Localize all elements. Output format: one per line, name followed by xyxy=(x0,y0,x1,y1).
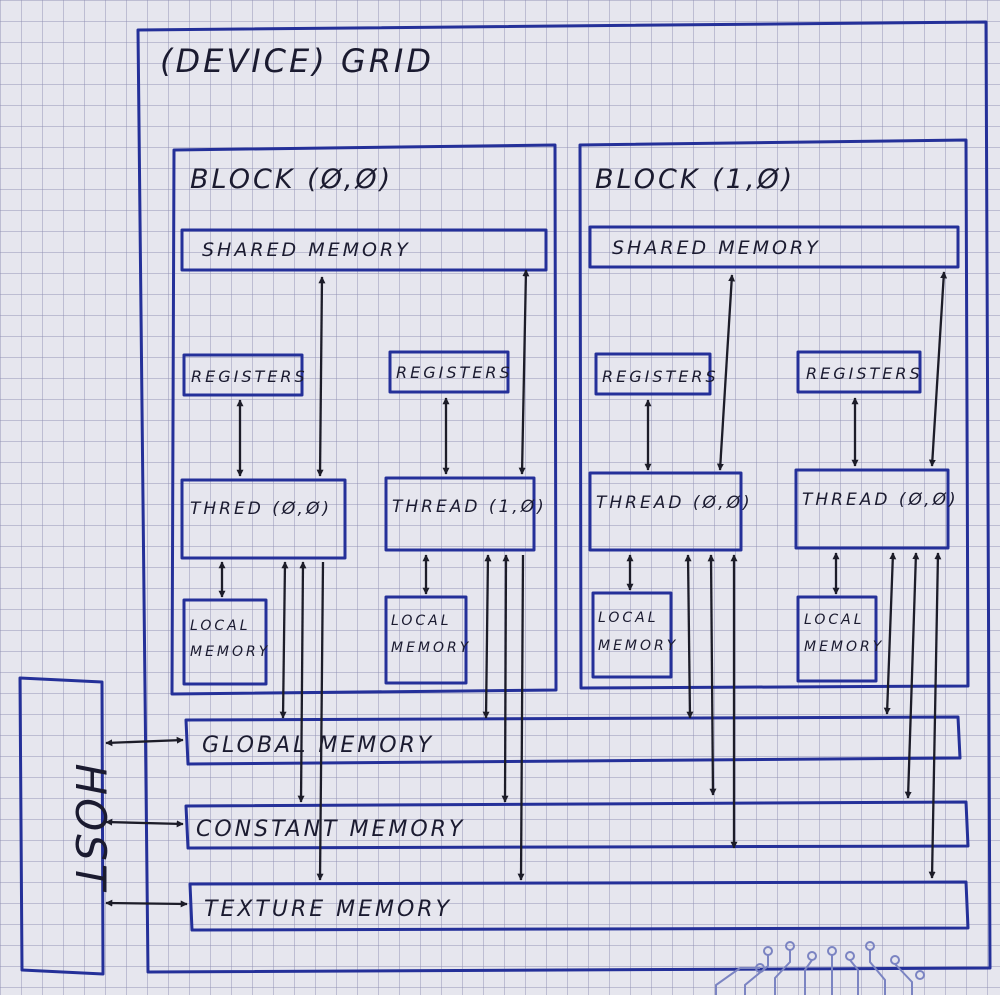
block-1-0-shared-memory xyxy=(588,225,960,269)
texture-memory: TEXTURE MEMORY xyxy=(188,880,970,932)
block-0-0-local-memory-0 xyxy=(182,598,268,686)
arrow-b00-t1-constant xyxy=(501,554,510,803)
arrow-b00-t1-global xyxy=(482,554,492,719)
block-0-0-thread-0 xyxy=(180,478,347,560)
block-1-0-title: BLOCK (1,Ø) xyxy=(595,164,795,195)
grid-title: (DEVICE) GRID xyxy=(160,42,434,80)
constant-memory: CONSTANT MEMORY xyxy=(184,800,970,850)
arrow-b10-t0-constant xyxy=(707,554,717,796)
block-0-0: BLOCK (Ø,Ø) SHARED MEMORY REGISTERS THRE… xyxy=(170,143,558,696)
block-0-0-local-memory-1-line1: LOCAL xyxy=(391,613,452,629)
block-0-0-local-memory-0-line1: LOCAL xyxy=(190,618,251,634)
block-1-0-local-memory-0-line1: LOCAL xyxy=(598,610,659,626)
global-memory-border xyxy=(184,715,962,766)
block-1-0: BLOCK (1,Ø) SHARED MEMORY REGISTERS THRE… xyxy=(578,138,970,690)
block-0-0-local-memory-1 xyxy=(384,595,468,685)
constant-memory-border xyxy=(184,800,970,850)
host-box: HOST xyxy=(18,676,115,976)
block-0-0-local-memory-0-line2: MEMORY xyxy=(190,644,270,660)
host-border xyxy=(18,676,105,976)
block-0-0-registers-0-label: REGISTERS xyxy=(191,367,308,386)
block-0-0-registers-1-label: REGISTERS xyxy=(396,363,513,382)
host-label: HOST xyxy=(66,764,115,893)
arrow-b00-t0-global xyxy=(279,561,289,719)
block-1-0-registers-1 xyxy=(796,350,922,394)
block-1-0-thread-0 xyxy=(588,471,743,552)
texture-memory-label: TEXTURE MEMORY xyxy=(204,897,452,922)
block-0-0-shared-memory xyxy=(180,228,548,272)
texture-memory-border xyxy=(188,880,970,932)
global-memory-label: GLOBAL MEMORY xyxy=(202,733,434,758)
block-1-0-local-memory-1-line1: LOCAL xyxy=(804,612,865,628)
device-grid: (DEVICE) GRID xyxy=(136,20,992,974)
arrow-b10-t1-texture xyxy=(928,552,942,879)
arrow-b00-t1-shared xyxy=(518,269,530,475)
block-1-0-thread-0-label: THREAD (Ø,Ø) xyxy=(596,493,753,513)
block-0-0-border xyxy=(170,143,558,696)
block-1-0-thread-1 xyxy=(794,468,950,550)
arrow-host-constant xyxy=(105,818,184,828)
arrow-host-global xyxy=(105,736,184,747)
block-1-0-local-memory-0 xyxy=(591,591,673,679)
block-1-0-border xyxy=(578,138,970,690)
arrow-b10-t1-global xyxy=(883,552,897,715)
block-0-0-title: BLOCK (Ø,Ø) xyxy=(190,164,393,195)
arrow-host-texture xyxy=(105,899,188,908)
block-0-0-local-memory-1-line2: MEMORY xyxy=(391,640,471,656)
arrow-b00-t0-texture xyxy=(316,561,325,881)
block-0-0-shared-memory-label: SHARED MEMORY xyxy=(202,239,411,261)
block-0-0-thread-1 xyxy=(384,476,536,552)
device-grid-border xyxy=(136,20,992,974)
constant-memory-label: CONSTANT MEMORY xyxy=(196,817,465,842)
block-1-0-shared-memory-label: SHARED MEMORY xyxy=(612,237,821,259)
block-1-0-local-memory-1 xyxy=(796,595,878,683)
block-0-0-thread-0-label: THRED (Ø,Ø) xyxy=(190,499,332,519)
block-1-0-local-memory-0-line2: MEMORY xyxy=(598,638,678,654)
block-0-0-registers-0 xyxy=(182,353,304,397)
arrow-b00-t0-shared xyxy=(316,276,326,477)
arrow-b10-t0-global xyxy=(684,554,694,719)
block-0-0-registers-1 xyxy=(388,350,510,394)
circuit-icon xyxy=(715,941,925,995)
block-1-0-registers-0 xyxy=(594,352,712,396)
arrow-b10-t1-constant xyxy=(904,552,920,799)
block-0-0-thread-1-label: THREAD (1,Ø) xyxy=(392,497,547,517)
block-1-0-thread-1-label: THREAD (Ø,Ø) xyxy=(802,490,959,510)
block-1-0-registers-0-label: REGISTERS xyxy=(602,367,719,386)
arrow-b10-t0-shared xyxy=(716,274,736,471)
arrow-b00-t1-texture xyxy=(517,554,525,881)
arrow-b10-t1-shared xyxy=(928,271,948,467)
block-1-0-registers-1-label: REGISTERS xyxy=(806,364,923,383)
arrows xyxy=(105,269,948,908)
block-1-0-local-memory-1-line2: MEMORY xyxy=(804,639,884,655)
arrow-b00-t0-constant xyxy=(297,561,307,803)
global-memory: GLOBAL MEMORY xyxy=(184,715,962,766)
